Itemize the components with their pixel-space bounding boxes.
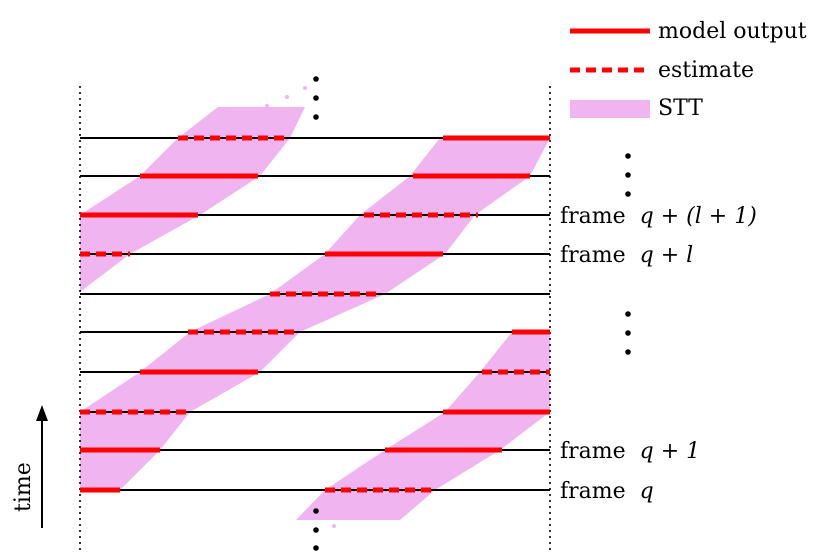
time-axis: time [11,405,48,528]
top-ellipsis-dot [313,76,319,82]
legend-stt-swatch [570,100,650,118]
time-arrow-head-icon [36,405,48,421]
pink-dot [285,95,289,99]
right-ellipsis-dot [625,311,631,317]
frame-label-q-plus-l: frame q + l [560,243,693,268]
bottom-ellipsis-dot [313,527,319,533]
frame-word: frame [560,243,626,268]
ellipsis-dots [313,76,631,551]
legend: model output estimate STT [570,19,807,121]
frame-labels: frame q + (l + 1) frame q + l frame q + … [560,204,757,504]
legend-stt-label: STT [658,96,703,121]
frame-word: frame [560,439,626,464]
stt-band-left-lower [80,138,550,490]
bottom-ellipsis-dot [313,545,319,551]
model-output-segments [80,135,550,493]
frame-label-q: frame q [560,479,654,504]
right-ellipsis-dot [625,172,631,178]
top-ellipsis-dot [313,95,319,101]
pink-dot [265,104,269,108]
stt-bands [80,107,550,520]
pink-dot [352,516,356,520]
pink-dot [303,86,307,90]
frame-word: frame [560,204,626,229]
time-label: time [11,462,36,512]
estimate-segments [80,135,550,493]
frame-label-q-plus-l-plus-1: frame q + (l + 1) [560,204,757,229]
frame-label-q-plus-1: frame q + 1 [560,439,700,464]
frame-math: q + (l + 1) [640,204,757,229]
frame-math: q [640,479,654,504]
frame-word: frame [560,479,626,504]
stt-band-left-upper [80,107,305,292]
pink-dot [332,524,336,528]
right-ellipsis-dot [625,349,631,355]
frame-math: q + 1 [640,439,701,464]
right-ellipsis-dot [625,153,631,159]
stt-continuation-dots [265,86,356,528]
top-ellipsis-dot [313,114,319,120]
right-ellipsis-dot [625,191,631,197]
legend-model-output-label: model output [658,19,807,44]
legend-estimate-label: estimate [658,58,754,83]
frame-math: q + l [640,243,694,268]
bottom-ellipsis-dot [313,508,319,514]
stt-band-right-lower [296,332,550,520]
right-ellipsis-dot [625,330,631,336]
